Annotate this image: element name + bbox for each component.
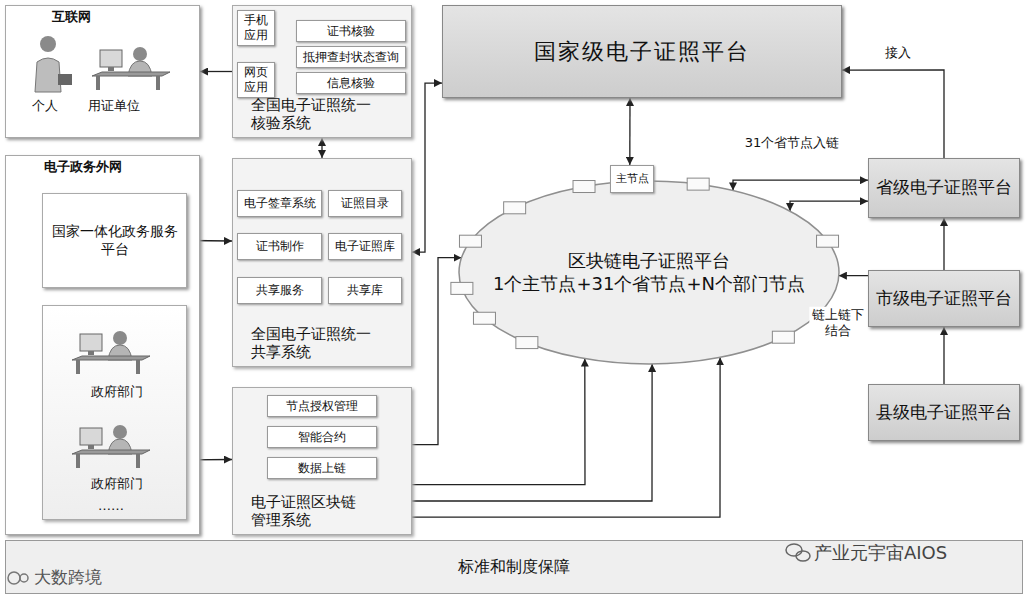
region-box: 电子政务外网国家一体化政务服务平台政府部门政府部门…… <box>5 155 200 535</box>
node-text: 共享库 <box>347 283 383 298</box>
chain-node-mark <box>473 312 495 324</box>
connector <box>412 364 652 501</box>
system-panel: 全国电子证照统一共享系统 电子签章系统 证照目录证书制作 电子证照库共享服务 共享库 <box>232 158 412 367</box>
node-text: 证照目录 <box>341 196 389 211</box>
watermark: 大数跨境 <box>34 567 102 587</box>
connector <box>629 98 631 165</box>
node-text: 1个主节点+31个省节点+N个部门节点 <box>493 273 805 296</box>
title-wrap: 电子证照区块链管理系统 <box>233 493 411 531</box>
node-text: 抵押查封状态查询 <box>303 50 399 65</box>
node-text: 证书制作 <box>256 239 304 254</box>
platform-box: 市级电子证照平台 <box>868 270 1020 327</box>
connector <box>412 357 720 517</box>
connector <box>733 180 868 190</box>
node-text: 手机应用 <box>242 13 270 43</box>
blockchain-ellipse: 区块链电子证照平台1个主节点+31个省节点+N个部门节点 <box>458 180 840 365</box>
connector <box>412 359 585 485</box>
connector <box>200 71 232 72</box>
node-text: 用证单位 <box>88 98 140 114</box>
module-box: 共享库 <box>328 277 402 304</box>
node-text: 市级电子证照平台 <box>876 288 1012 309</box>
module-box: 手机应用 <box>237 10 275 46</box>
node-text: 国家一体化政务服务平台 <box>47 223 182 258</box>
module-box: 电子签章系统 <box>237 190 322 217</box>
node-box: 主节点 <box>610 165 654 193</box>
edge-label: 接入 <box>883 45 913 61</box>
desk-icon <box>72 425 150 468</box>
node-text: 数据上链 <box>298 461 346 476</box>
node-text: …… <box>98 498 124 514</box>
connector <box>839 275 868 276</box>
node-text: 智能合约 <box>298 430 346 445</box>
desk-icon <box>92 47 170 90</box>
title-wrap: 全国电子证照统一核验系统 <box>233 96 411 134</box>
edge-label: 31个省节点入链 <box>743 135 842 151</box>
node-text: 互联网 <box>52 9 91 25</box>
node-text: 个人 <box>32 98 58 114</box>
module-box: 节点授权管理 <box>267 395 377 417</box>
region-box: 互联网个人 用证单位 <box>5 5 200 138</box>
module-box: 证书核验 <box>296 20 406 42</box>
platform-box: 国家一体化政务服务平台 <box>42 193 187 288</box>
connector <box>790 201 868 211</box>
chain-node-mark <box>459 235 481 247</box>
platform-box: 县级电子证照平台 <box>868 384 1020 441</box>
watermark: 产业元宇宙AIOS <box>814 542 947 564</box>
node-text: 电子证照区块链管理系统 <box>251 493 361 531</box>
node-text: 节点授权管理 <box>286 399 358 414</box>
platform-box: 省级电子证照平台 <box>868 158 1020 218</box>
module-box: 共享服务 <box>237 277 322 304</box>
module-box: 证照目录 <box>328 190 402 217</box>
chain-node-mark <box>516 337 538 349</box>
node-text: 信息核验 <box>327 76 375 91</box>
node-text: 电子签章系统 <box>244 196 316 211</box>
connector <box>842 70 944 158</box>
module-box: 证书制作 <box>237 233 322 260</box>
node-text: 区块链电子证照平台 <box>568 250 730 273</box>
node-text: 县级电子证照平台 <box>876 402 1012 423</box>
module-box: 抵押查封状态查询 <box>296 46 406 68</box>
connector <box>321 138 322 158</box>
node-text: 共享服务 <box>256 283 304 298</box>
node-text: 标准和制度保障 <box>458 557 570 577</box>
title-wrap: 全国电子证照统一共享系统 <box>233 325 411 363</box>
module-box: 网页应用 <box>237 62 275 98</box>
node-text: 电子政务外网 <box>44 159 122 175</box>
chain-node-mark <box>451 282 473 294</box>
edge-label: 链上链下结合 <box>809 307 866 340</box>
node-text: 证书核验 <box>327 24 375 39</box>
ellipse-shape <box>459 181 839 364</box>
connector <box>412 83 442 252</box>
platform-box: 国家级电子证照平台 <box>442 5 842 98</box>
module-box: 信息核验 <box>296 72 406 94</box>
chain-node-mark <box>772 331 794 343</box>
desk-icon <box>72 331 150 374</box>
node-text: 政府部门 <box>91 476 143 492</box>
connector <box>943 327 944 384</box>
node-text: 网页应用 <box>242 65 270 95</box>
node-text: 电子证照库 <box>335 239 395 254</box>
module-box: 智能合约 <box>267 426 377 448</box>
department-panel: 政府部门政府部门…… <box>42 305 187 520</box>
node-text: 主节点 <box>616 172 649 186</box>
chain-node-mark <box>504 202 526 214</box>
node-text: 国家级电子证照平台 <box>534 38 750 66</box>
node-text: 省级电子证照平台 <box>876 177 1012 198</box>
chain-node-mark <box>573 181 595 193</box>
connector <box>943 218 944 270</box>
module-box: 电子证照库 <box>328 233 402 260</box>
node-text: 全国电子证照统一核验系统 <box>251 96 376 134</box>
node-text: 全国电子证照统一共享系统 <box>251 325 376 363</box>
watermark-icon <box>8 544 810 584</box>
system-panel: 全国电子证照统一核验系统 手机应用网页应用 证书核验抵押查封状态查询信息核验 <box>232 5 412 138</box>
system-panel: 电子证照区块链管理系统 节点授权管理智能合约数据上链 <box>232 387 412 535</box>
person-icon <box>35 36 72 92</box>
chain-node-mark <box>687 178 709 190</box>
chain-node-mark <box>817 235 839 247</box>
node-text: 政府部门 <box>91 384 143 400</box>
module-box: 数据上链 <box>267 457 377 479</box>
